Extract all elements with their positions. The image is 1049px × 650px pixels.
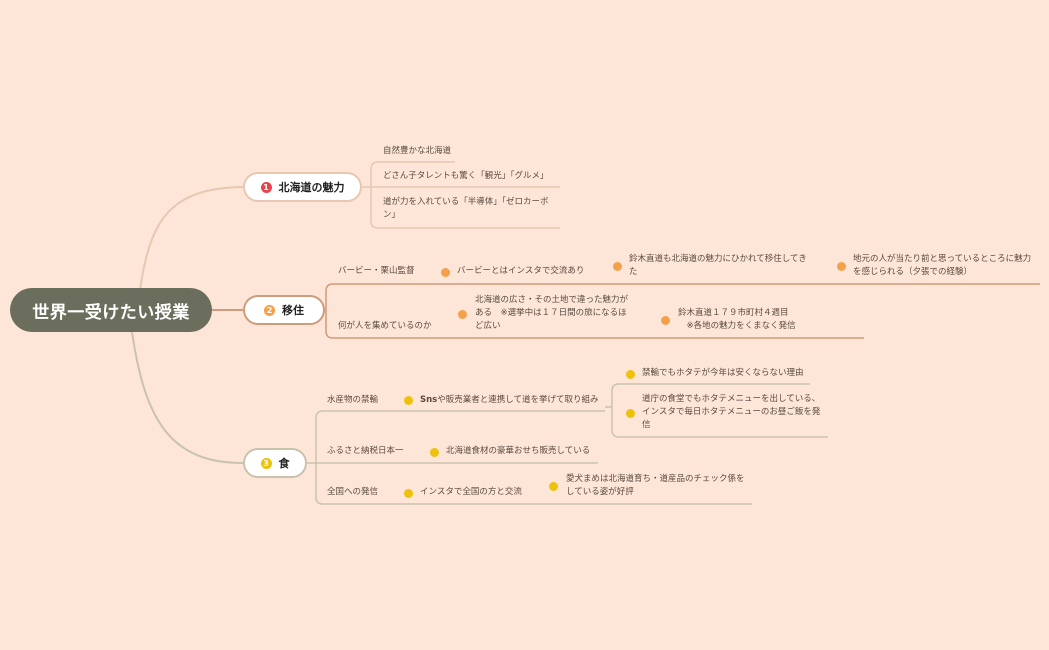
node-nationwide-outreach[interactable]: 全国への発信 — [327, 487, 379, 497]
node-suzuki-relocated[interactable]: 鈴木直道も北海道の魅力にひかれて移住してき た — [629, 254, 807, 277]
node-sns-collab[interactable]: Snsや販売業者と連携して道を挙げて取り組み — [420, 395, 599, 405]
branch-food[interactable]: 3 食 — [243, 448, 307, 478]
branch-hokkaido-appeal[interactable]: 1 北海道の魅力 — [243, 172, 362, 202]
bullet-icon — [441, 268, 450, 277]
node-local-appeal[interactable]: 地元の人が当たり前と思っているところに魅力 を感じられる（夕張での経験） — [853, 254, 1032, 277]
node-barbie-instagram[interactable]: バービーとはインスタで交流あり — [457, 266, 585, 276]
bullet-icon — [549, 482, 558, 491]
bullet-icon — [458, 310, 467, 319]
branch-label: 食 — [278, 457, 290, 470]
node-semiconductor[interactable]: 道が力を入れている「半導体」「ゼロカーボ ン」 — [383, 197, 549, 220]
node-hokkaido-vastness[interactable]: 北海道の広さ・その土地で違った魅力が ある ※選挙中は１７日間の旅になるほ ど広… — [475, 295, 629, 331]
root-node[interactable]: 世界一受けたい授業 — [10, 288, 212, 332]
bullet-icon — [626, 370, 635, 379]
node-dog-mame[interactable]: 愛犬まめは北海道育ち・道産品のチェック係を している姿が好評 — [566, 474, 745, 497]
branch-label: 移住 — [282, 304, 304, 317]
node-suzuki-179[interactable]: 鈴木直道１７９市町村４週目 ※各地の魅力をくまなく発信 — [678, 308, 796, 331]
bullet-icon — [430, 448, 439, 457]
bullet-icon — [613, 262, 622, 271]
bullet-icon — [661, 316, 670, 325]
node-tourism-gourmet[interactable]: どさん子タレントも驚く「観光」「グルメ」 — [383, 171, 549, 181]
bullet-icon — [626, 409, 635, 418]
bullet-icon — [404, 489, 413, 498]
node-what-attracts[interactable]: 何が人を集めているのか — [338, 321, 432, 331]
node-furusato-tax[interactable]: ふるさと納税日本一 — [327, 446, 404, 456]
node-nature[interactable]: 自然豊かな北海道 — [383, 146, 452, 156]
node-scallop-price[interactable]: 禁輸でもホタテが今年は安くならない理由 — [642, 368, 804, 378]
node-seafood-ban[interactable]: 水産物の禁輸 — [327, 395, 379, 405]
root-title: 世界一受けたい授業 — [32, 302, 190, 323]
node-scallop-menu[interactable]: 道庁の食堂でもホタテメニューを出している、 インスタで毎日ホタテメニューのお昼ご… — [642, 394, 821, 430]
node-osechi[interactable]: 北海道食材の豪華おせち販売している — [446, 446, 591, 456]
branch-relocation[interactable]: 2 移住 — [243, 295, 325, 325]
node-barbie-kuriyama[interactable]: バービー・栗山監督 — [338, 266, 415, 276]
number-badge-icon: 2 — [264, 304, 275, 316]
node-instagram-exchange[interactable]: インスタで全国の方と交流 — [420, 487, 522, 497]
number-badge-icon: 3 — [260, 457, 272, 469]
number-badge-icon: 1 — [260, 181, 272, 193]
bullet-icon — [404, 396, 413, 405]
bullet-icon — [837, 262, 846, 271]
branch-label: 北海道の魅力 — [278, 181, 345, 194]
